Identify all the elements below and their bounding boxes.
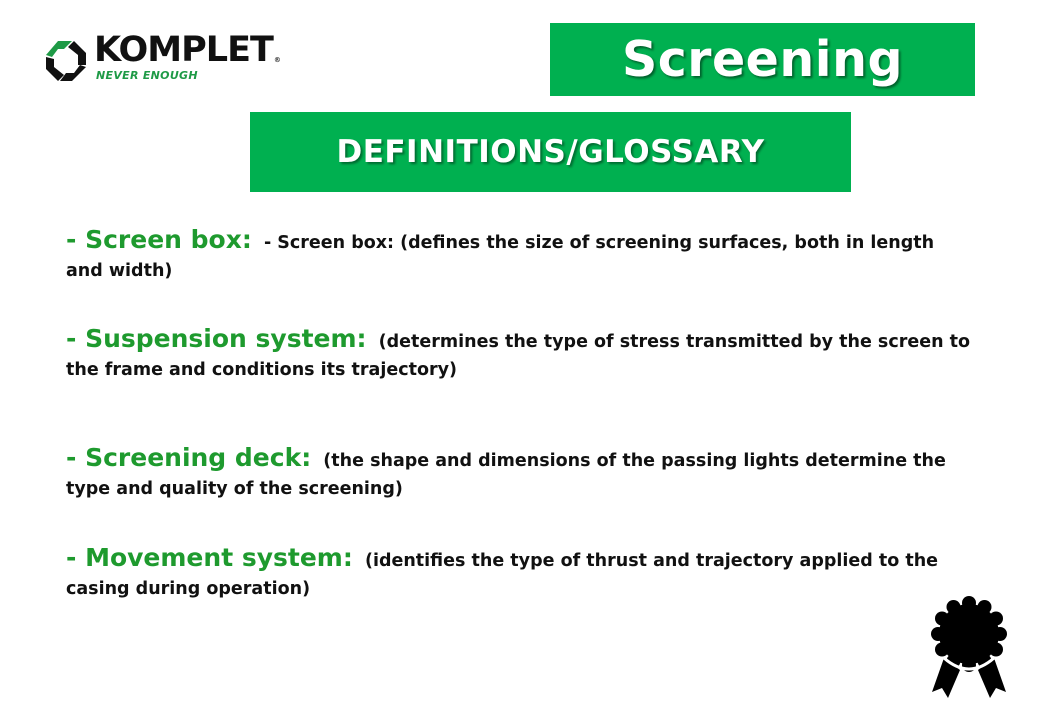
definition-term: - Screen box: (66, 225, 252, 254)
komplet-octagon-logo-icon (46, 41, 86, 81)
definition-description: (determines the type of stress transmitt… (66, 332, 971, 380)
definition-term: - Suspension system: (66, 324, 367, 353)
page-title: Screening (621, 31, 904, 88)
definition-item: - Movement system: (identifies the type … (66, 544, 976, 603)
definition-item: - Screen box: - Screen box: (defines the… (66, 226, 976, 285)
definition-term: - Screening deck: (66, 443, 312, 472)
registered-mark: ® (273, 56, 281, 64)
award-ribbon-icon (931, 596, 1007, 698)
definition-description: (identifies the type of thrust and traje… (66, 551, 939, 599)
komplet-logo: KOMPLET ® NEVER ENOUGH (42, 30, 281, 83)
page-title-box: Screening (550, 23, 975, 96)
definition-description: - Screen box: (defines the size of scree… (66, 233, 935, 281)
brand-name: KOMPLET ® (94, 30, 281, 70)
definition-term: - Movement system: (66, 543, 353, 572)
definition-description: (the shape and dimensions of the passing… (66, 451, 946, 499)
definition-item: - Suspension system: (determines the typ… (66, 325, 976, 384)
brand-wordmark: KOMPLET (94, 30, 274, 70)
brand-tagline: NEVER ENOUGH (96, 69, 198, 82)
section-title-box: DEFINITIONS/GLOSSARY (250, 112, 851, 192)
section-title: DEFINITIONS/GLOSSARY (336, 134, 765, 170)
definition-item: - Screening deck: (the shape and dimensi… (66, 444, 976, 503)
